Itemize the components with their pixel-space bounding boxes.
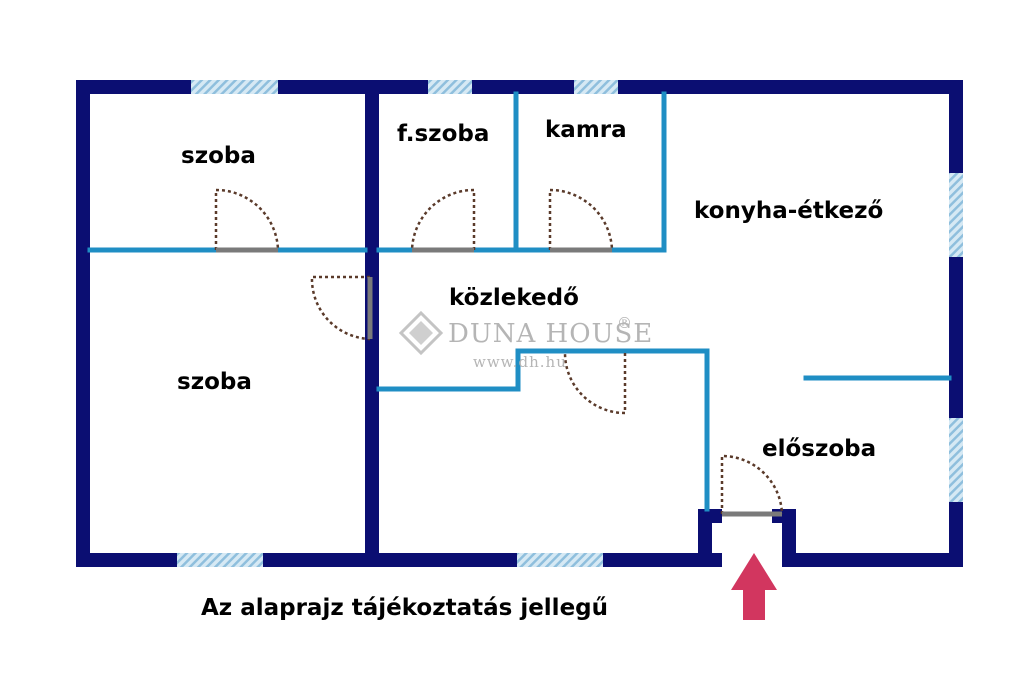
- window-bottom-1: [177, 553, 263, 567]
- window-top-1: [191, 80, 278, 94]
- room-label-szoba-top: szoba: [181, 143, 256, 169]
- window-top-3: [574, 80, 618, 94]
- watermark-url: www.dh.hu: [473, 353, 567, 371]
- door-szoba-bottom: [310, 275, 373, 341]
- window-right-1: [949, 173, 963, 257]
- door-corridor: [563, 352, 627, 415]
- watermark: DUNA HOUSE ® www.dh.hu: [398, 310, 653, 371]
- disclaimer-text: Az alaprajz tájékoztatás jellegű: [201, 595, 608, 621]
- watermark-name: DUNA HOUSE: [448, 319, 653, 349]
- entrance-notch-left-top: [698, 509, 722, 523]
- room-label-szoba-bottom: szoba: [177, 369, 252, 395]
- door-entrance: [720, 454, 784, 517]
- outer-wall-bottom-right: [784, 553, 963, 567]
- window-right-2: [949, 418, 963, 502]
- window-top-2: [428, 80, 472, 94]
- watermark-reg: ®: [617, 314, 633, 332]
- door-kamra: [548, 188, 614, 253]
- window-bottom-2: [517, 553, 603, 567]
- entrance-notch-left: [698, 509, 712, 567]
- room-label-eloszoba: előszoba: [762, 436, 876, 462]
- entrance-notch-right: [782, 509, 796, 567]
- room-label-kozlekedo: közlekedő: [449, 285, 579, 311]
- door-fszoba: [410, 188, 476, 253]
- outer-wall-bottom-left: [76, 553, 722, 567]
- up-arrow-icon: [731, 553, 777, 620]
- room-label-fszoba: f.szoba: [397, 121, 489, 147]
- room-label-kamra: kamra: [545, 117, 627, 143]
- room-labels: szoba f.szoba kamra konyha-étkező közlek…: [177, 117, 883, 462]
- room-label-konyha: konyha-étkező: [694, 198, 883, 224]
- windows: [177, 80, 963, 567]
- outer-wall-top: [76, 80, 963, 94]
- doors: [214, 188, 784, 517]
- diamond-logo-icon: [398, 310, 444, 356]
- door-szoba-top: [214, 188, 280, 253]
- outer-wall-left: [76, 80, 90, 567]
